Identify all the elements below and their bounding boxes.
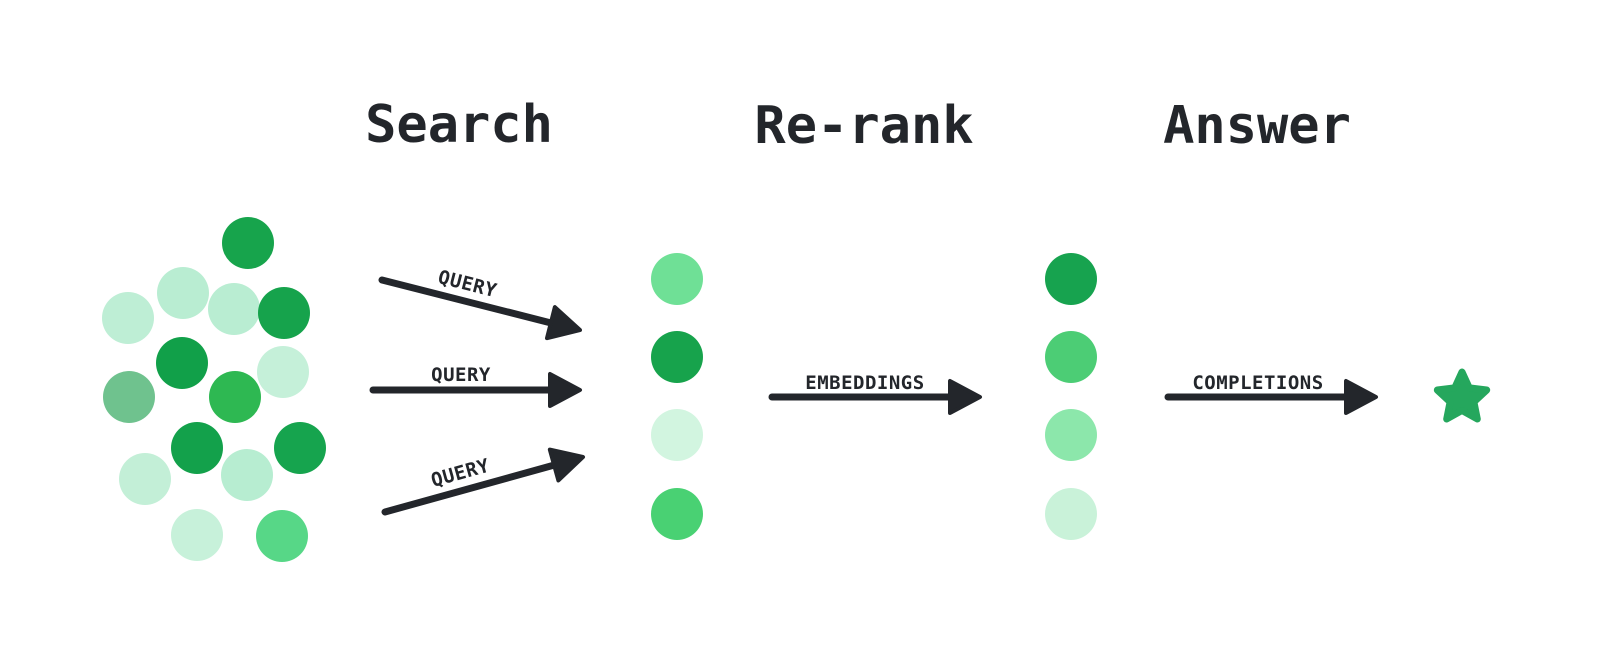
embeddings-arrow-label: EMBEDDINGS [805, 372, 924, 394]
query-arrow-1: QUERY [378, 266, 582, 341]
query-arrow-3: QUERY [381, 447, 585, 516]
heading-search: Search [365, 95, 553, 155]
search-result-dot-2 [651, 331, 703, 383]
document-dot-5 [258, 287, 310, 339]
document-dot-12 [119, 453, 171, 505]
heading-rerank: Re-rank [754, 96, 973, 156]
document-dot-9 [209, 371, 261, 423]
query-arrow-3-line [381, 460, 562, 516]
reranked-dot-3 [1045, 409, 1097, 461]
document-dot-1 [222, 217, 274, 269]
query-arrows: QUERY QUERY QUERY [369, 266, 585, 516]
embeddings-arrow-head [948, 379, 982, 415]
document-dot-6 [156, 337, 208, 389]
document-dot-4 [208, 283, 260, 335]
document-dot-15 [256, 510, 308, 562]
reranked-dot-2 [1045, 331, 1097, 383]
document-dot-3 [102, 292, 154, 344]
search-result-dot-1 [651, 253, 703, 305]
completions-arrow-label: COMPLETIONS [1192, 372, 1323, 394]
completions-arrow: COMPLETIONS [1164, 372, 1378, 415]
document-dot-13 [221, 449, 273, 501]
search-result-dot-3 [651, 409, 703, 461]
heading-answer: Answer [1163, 96, 1351, 156]
query-arrow-1-head [544, 305, 582, 341]
search-results-column [651, 253, 703, 540]
document-dot-7 [257, 346, 309, 398]
query-arrow-2-label: QUERY [431, 364, 491, 386]
query-arrow-3-head [547, 447, 585, 483]
reranked-column [1045, 253, 1097, 540]
stage-headings: Search Re-rank Answer [365, 95, 1351, 156]
star-icon [1433, 368, 1491, 423]
document-cluster [102, 217, 326, 562]
reranked-dot-4 [1045, 488, 1097, 540]
completions-arrow-head [1344, 379, 1378, 415]
document-dot-14 [171, 509, 223, 561]
document-dot-10 [171, 422, 223, 474]
query-arrow-1-line [378, 276, 559, 328]
document-dot-8 [103, 371, 155, 423]
query-arrow-2-head [548, 372, 582, 408]
document-dot-2 [157, 267, 209, 319]
reranked-dot-1 [1045, 253, 1097, 305]
embeddings-arrow: EMBEDDINGS [768, 372, 982, 415]
query-arrow-2: QUERY [369, 364, 582, 408]
search-result-dot-4 [651, 488, 703, 540]
document-dot-11 [274, 422, 326, 474]
